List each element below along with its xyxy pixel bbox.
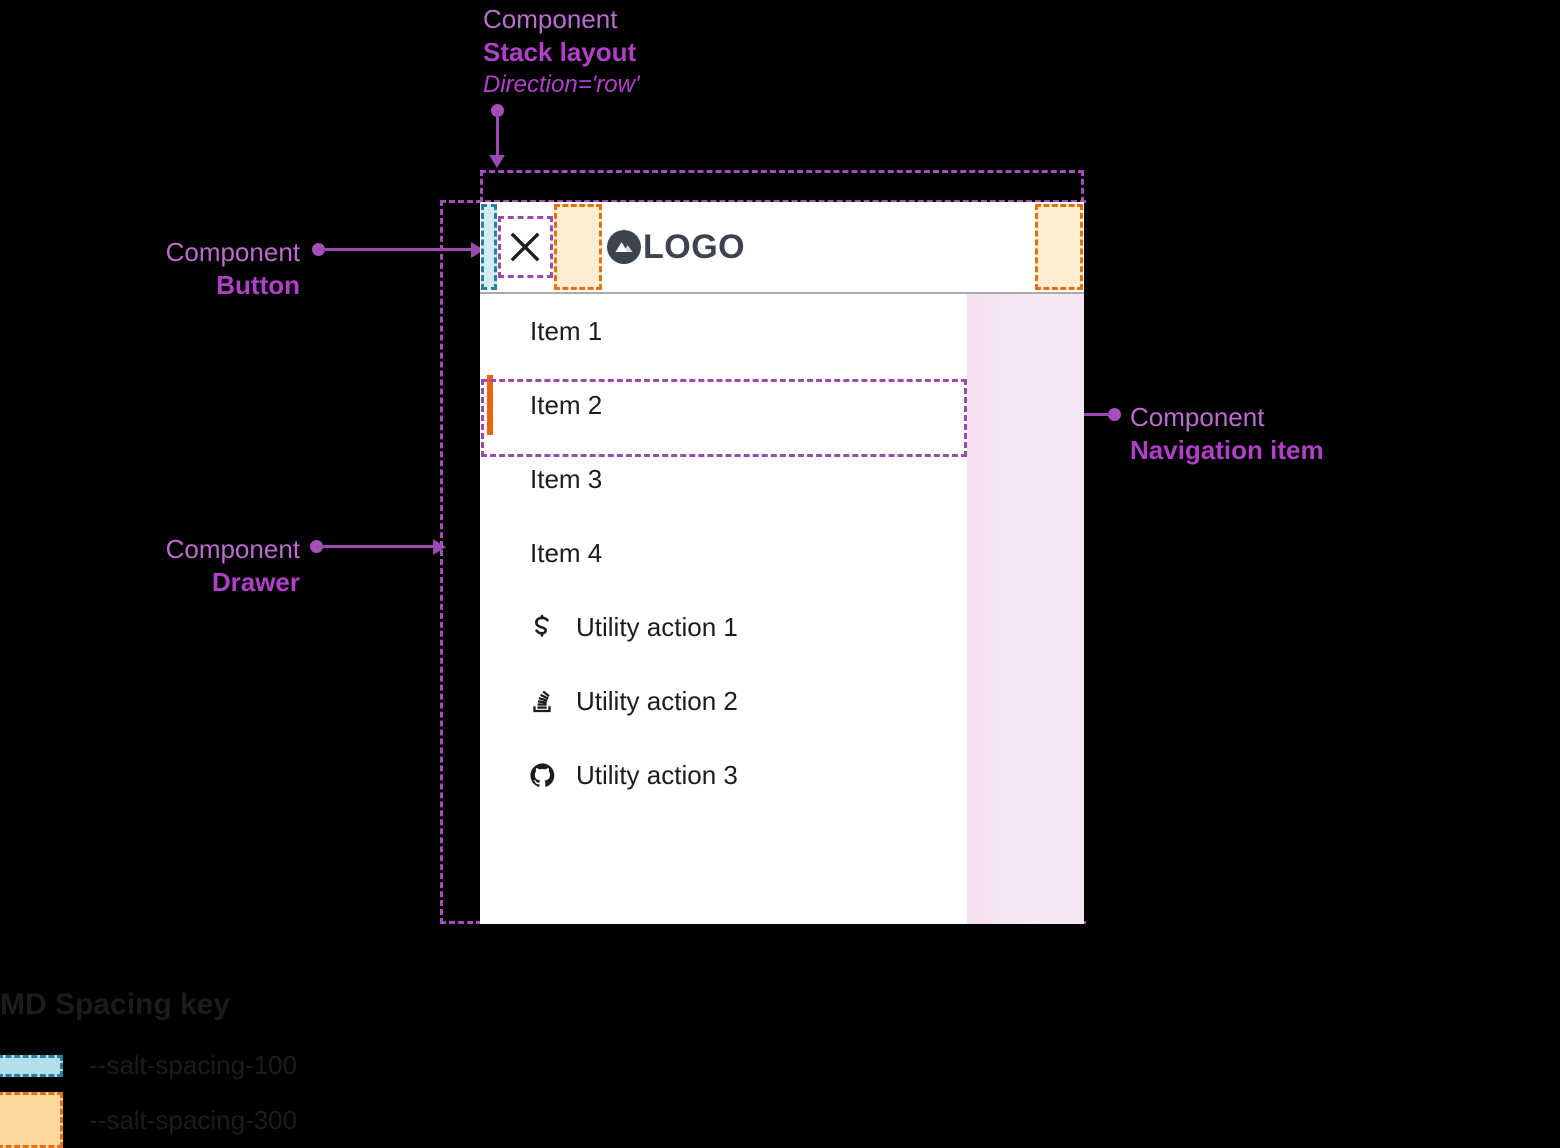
leader-line-stack-layout [496,110,499,158]
nav-item-label: Item 4 [530,537,603,568]
leader-arrow-stack-layout [489,155,505,168]
spacing-300-swatch [0,1092,63,1148]
legend-title: MD Spacing key [0,988,231,1021]
utility-action-2[interactable]: Utility action 2 [480,664,1084,738]
drawer-nav-list: Item 1 Item 2 Item 3 Item 4 [480,294,1084,924]
annotation-name: Drawer [211,567,300,598]
legend-label: --salt-spacing-300 [89,1104,298,1135]
utility-action-3[interactable]: Utility action 3 [480,738,1084,812]
spacing-300-swatch-left [554,204,602,290]
annotation-drawer: Component Drawer [0,533,300,600]
nav-item-3[interactable]: Item 3 [480,442,1084,516]
annotation-navigation-item: Component Navigation item [1130,401,1324,468]
legend-row-spacing-100: --salt-spacing-100 [0,1050,297,1081]
utility-action-label: Utility action 3 [576,759,738,790]
leader-line-drawer [316,545,436,548]
logo: LOGO [607,230,745,264]
utility-action-label: Utility action 1 [576,611,738,642]
annotation-kind: Component [165,534,300,564]
legend-label: --salt-spacing-100 [89,1050,298,1080]
annotation-name: Navigation item [1130,435,1324,466]
leader-line-button [318,248,474,251]
active-indicator [487,375,493,435]
annotation-kind: Component [1130,402,1265,432]
annotation-prop: Direction='row' [483,70,640,98]
leader-arrow-drawer [433,539,446,555]
close-icon [510,232,540,262]
nav-item-label: Item 3 [530,463,603,494]
stack-overflow-icon [528,687,556,715]
spacing-300-swatch-right [1035,204,1083,290]
nav-item-label: Item 2 [530,389,603,420]
annotation-kind: Component [483,4,618,34]
nav-item-1[interactable]: Item 1 [480,294,1084,368]
annotation-kind: Component [165,237,300,267]
nav-item-2[interactable]: Item 2 [480,368,1084,442]
nav-item-label: Item 1 [530,315,603,346]
utility-action-1[interactable]: Utility action 1 [480,590,1084,664]
nav-item-4[interactable]: Item 4 [480,516,1084,590]
close-button[interactable] [498,220,552,274]
annotation-name: Button [216,270,300,301]
drawer-panel: LOGO Item 1 Item 2 Item 3 Item 4 [480,202,1084,924]
github-icon [528,761,556,789]
spacing-100-swatch-left [481,204,497,290]
salt-s-icon [528,613,556,641]
utility-action-label: Utility action 2 [576,685,738,716]
spacing-100-swatch [0,1054,63,1077]
leader-dot-navigation-item [1108,408,1121,421]
mountain-logo-icon [607,230,641,264]
annotation-name: Stack layout [483,37,637,68]
legend-row-spacing-300: --salt-spacing-300 [0,1092,297,1148]
logo-text: LOGO [643,228,746,266]
annotation-stack-layout: Component Stack layout Direction='row' [483,3,640,100]
annotation-button: Component Button [0,236,300,303]
